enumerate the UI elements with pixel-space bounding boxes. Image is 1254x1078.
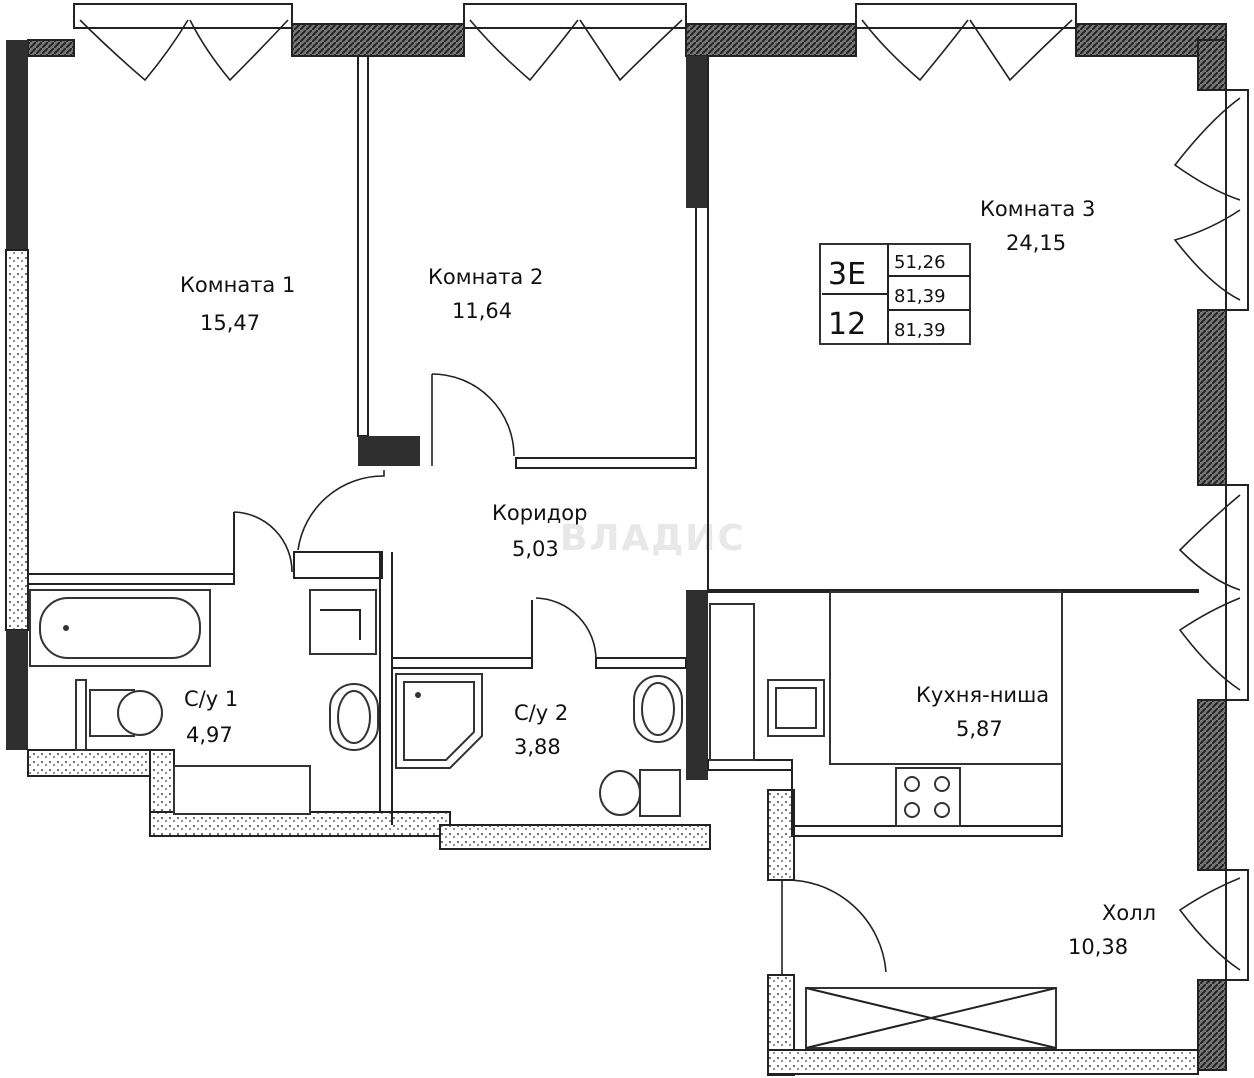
sink-bath2	[633, 675, 683, 743]
apartment-badge: 3Е 12 51,26 81,39 81,39	[819, 243, 971, 345]
exterior-walls	[5, 3, 1249, 1076]
sink-bath1	[329, 683, 379, 751]
kitchen-sink	[767, 679, 825, 737]
bath1-name: С/у 1	[184, 687, 238, 711]
kitchen-area: 5,87	[956, 717, 1003, 741]
column-kitchen	[709, 603, 755, 761]
cabinet-bath1	[173, 765, 311, 815]
floor-number: 12	[828, 307, 866, 342]
toilet-bath2	[599, 769, 681, 817]
kitchen-name: Кухня-ниша	[916, 683, 1049, 707]
total-area-with-balcony: 81,39	[894, 320, 946, 341]
window-right-upper	[1173, 97, 1241, 301]
room2-area: 11,64	[452, 299, 512, 323]
bath1-area: 4,97	[186, 723, 233, 747]
room1-name: Комната 1	[180, 273, 295, 297]
kitchen-counter	[829, 591, 1063, 765]
toilet-bath1	[75, 679, 163, 751]
apartment-type: 3Е	[828, 257, 866, 292]
corridor-area: 5,03	[512, 537, 559, 561]
watermark-text: ВЛАДИС	[560, 518, 746, 559]
door-swings	[233, 373, 887, 975]
window-right-lower	[1178, 877, 1241, 971]
room3-area: 24,15	[1006, 231, 1066, 255]
bathtub	[29, 589, 211, 667]
hall-name: Холл	[1102, 901, 1156, 925]
closet-hall	[805, 987, 1057, 1049]
room3-name: Комната 3	[980, 197, 1095, 221]
stove	[895, 767, 961, 827]
shower-bath2	[395, 673, 483, 769]
room2-name: Комната 2	[428, 265, 543, 289]
bath2-name: С/у 2	[514, 701, 568, 725]
window-right-middle	[1178, 494, 1241, 691]
living-area: 51,26	[894, 252, 946, 273]
room-labels: Комната 1 15,47 Комната 2 11,64 Комната …	[180, 197, 1156, 959]
window-room1	[79, 19, 289, 82]
hall-area: 10,38	[1068, 935, 1128, 959]
washer-bath1	[309, 589, 377, 655]
corridor-name: Коридор	[492, 501, 587, 525]
window-room2	[469, 19, 683, 82]
total-area: 81,39	[894, 286, 946, 307]
bath2-area: 3,88	[514, 735, 561, 759]
room1-area: 15,47	[200, 311, 260, 335]
window-room3	[861, 19, 1073, 82]
